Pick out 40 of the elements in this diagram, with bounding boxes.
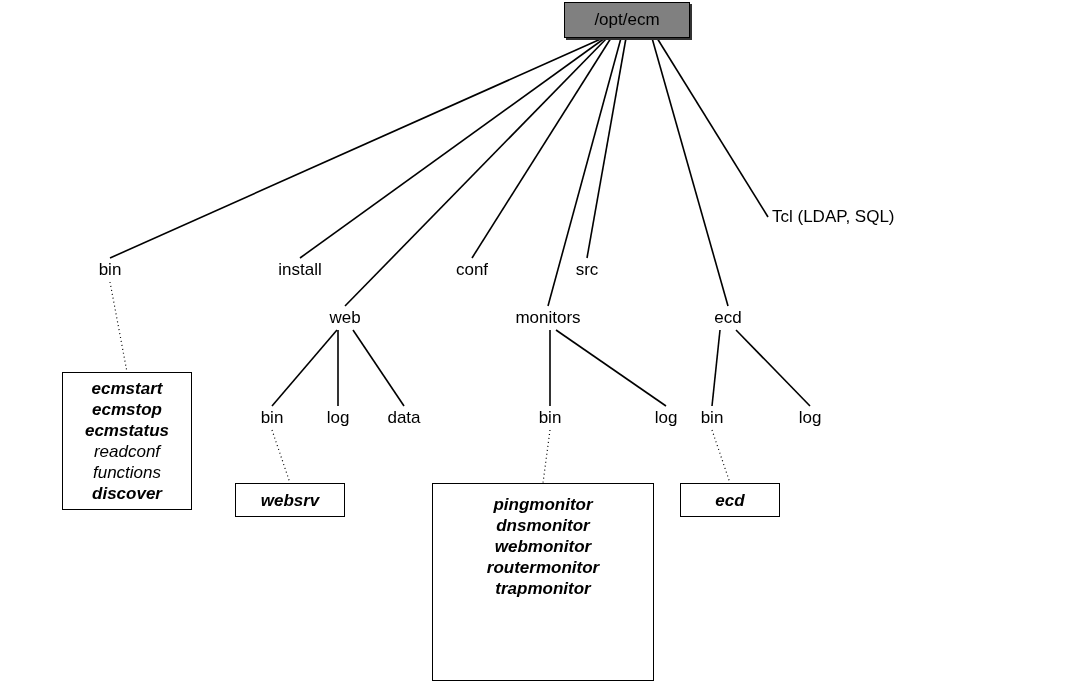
directory-name: log xyxy=(654,408,678,428)
directory-name: log xyxy=(798,408,822,428)
directory-name: bin xyxy=(98,260,122,280)
tree-branch-line xyxy=(547,37,622,307)
root-directory-box xyxy=(564,2,690,38)
tree-branch-line xyxy=(344,37,608,307)
tree-branch-line xyxy=(352,329,405,407)
directory-name: bin xyxy=(260,408,284,428)
directory-name: install xyxy=(278,260,322,280)
tree-branch-line xyxy=(586,37,627,259)
file-list-box xyxy=(62,372,192,510)
directory-name: data xyxy=(387,408,421,428)
file-list-box xyxy=(235,483,345,517)
tree-branch-line xyxy=(299,37,606,259)
directory-name: web xyxy=(329,308,361,328)
directory-name: /opt/ecm xyxy=(594,10,660,30)
directory-name: conf xyxy=(455,260,489,280)
directory-name: log xyxy=(326,408,350,428)
directory-name: monitors xyxy=(515,308,581,328)
tree-branch-line xyxy=(711,329,721,407)
directory-name: Tcl (LDAP, SQL) xyxy=(772,207,895,227)
tree-branch-line xyxy=(656,37,769,218)
tree-branch-line xyxy=(337,329,339,407)
file-list-box xyxy=(680,483,780,517)
tree-branch-line xyxy=(735,329,811,407)
directory-name: src xyxy=(575,260,599,280)
directory-name: ecd xyxy=(714,308,742,328)
tree-branch-line xyxy=(651,37,729,307)
directory-name: bin xyxy=(700,408,724,428)
tree-branch-line xyxy=(549,329,551,407)
file-names: websrv xyxy=(260,489,320,511)
file-names: ecd xyxy=(715,489,745,511)
tree-branch-line xyxy=(555,329,667,407)
file-names: ecmstart ecmstop ecmstatus readconf functions discover xyxy=(84,378,170,504)
dotted-connector xyxy=(542,429,551,484)
tree-branch-line xyxy=(471,37,612,259)
file-names: pingmonitor dnsmonitor webmonitor routermonitor trapmonitor xyxy=(486,494,600,599)
tree-branch-line xyxy=(271,329,338,407)
file-list-box xyxy=(432,483,654,681)
directory-name: bin xyxy=(538,408,562,428)
